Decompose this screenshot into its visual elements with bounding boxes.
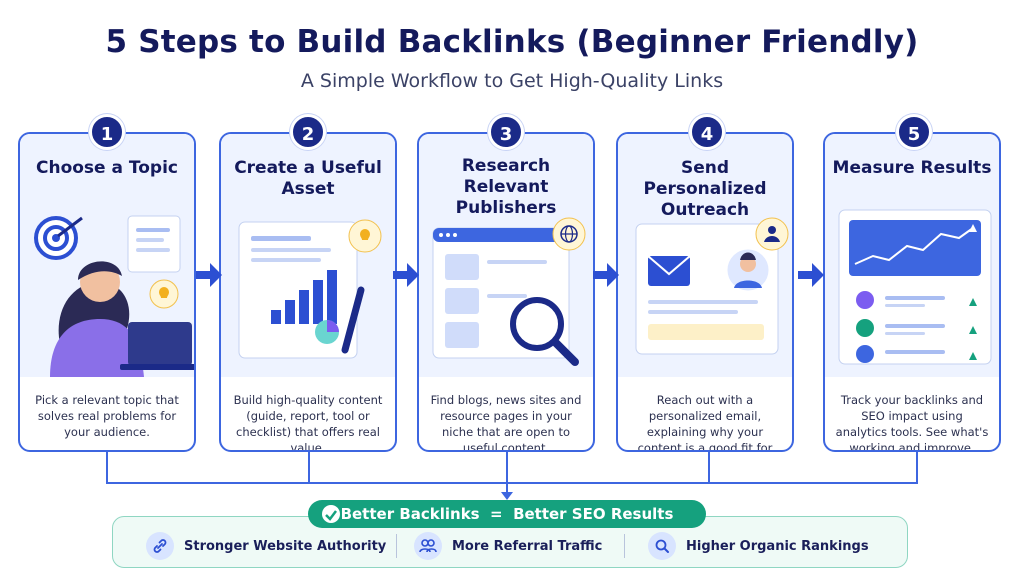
report-illustration <box>238 219 382 359</box>
step-card-5: Measure Results Track your backlinks and… <box>823 132 1001 452</box>
connector-tick <box>506 452 508 484</box>
benefit-item: More Referral Traffic <box>414 532 602 560</box>
step-title: Create a Useful Asset <box>234 158 382 199</box>
benefit-item: Higher Organic Rankings <box>648 532 869 560</box>
search-icon <box>648 532 676 560</box>
analytics-illustration <box>838 209 992 365</box>
email-outreach-illustration <box>635 217 789 355</box>
connector-tick <box>708 452 710 484</box>
result-pill: Better Backlinks = Better SEO Results <box>308 500 706 528</box>
step-card-2: Create a Useful Asset Build high-quality… <box>219 132 397 452</box>
step-description: Find blogs, news sites and resource page… <box>430 393 582 452</box>
card-illustration-area <box>825 134 999 377</box>
card-illustration-area <box>618 134 792 377</box>
step-description: Build high-quality content (guide, repor… <box>233 393 383 452</box>
step-title: Send Personalized Outreach <box>643 158 767 220</box>
browser-search-illustration <box>432 217 586 366</box>
step-title: Measure Results <box>832 158 992 178</box>
divider <box>624 534 625 558</box>
page-subtitle: A Simple Workflow to Get High-Quality Li… <box>300 70 724 92</box>
arrow-right-icon <box>393 263 419 287</box>
benefit-label: More Referral Traffic <box>452 538 603 554</box>
step-card-1: Choose a Topic Pick a relevant topic tha… <box>18 132 196 452</box>
result-label: Better Backlinks = Better SEO Results <box>340 505 674 523</box>
card-illustration-area <box>221 134 395 377</box>
lightbulb-icon <box>348 219 382 253</box>
benefit-item: Stronger Website Authority <box>146 532 386 560</box>
step-title: Research Relevant Publishers <box>455 156 557 218</box>
step-title: Choose a Topic <box>36 158 178 178</box>
card-illustration-area <box>20 134 194 377</box>
connector-line <box>106 452 918 484</box>
step-card-4: Send Personalized Outreach Reach out wit… <box>616 132 794 452</box>
users-icon <box>414 532 442 560</box>
card-illustration-area <box>419 134 593 377</box>
step-number-badge: 2 <box>290 114 326 150</box>
step-number-badge: 5 <box>896 114 932 150</box>
arrow-right-icon <box>798 263 824 287</box>
step-number-badge: 1 <box>89 114 125 150</box>
step-number-badge: 4 <box>689 114 725 150</box>
connector-tick <box>308 452 310 484</box>
globe-icon <box>552 217 586 251</box>
person-laptop-illustration <box>34 215 194 377</box>
arrow-right-icon <box>593 263 619 287</box>
down-arrow-icon <box>501 482 513 500</box>
link-icon <box>146 532 174 560</box>
user-icon <box>755 217 789 251</box>
arrow-right-icon <box>196 263 222 287</box>
step-number-badge: 3 <box>488 114 524 150</box>
step-description: Track your backlinks and SEO impact usin… <box>835 393 989 452</box>
step-card-3: Research Relevant Publishers Find blogs,… <box>417 132 595 452</box>
divider <box>396 534 397 558</box>
page-title: 5 Steps to Build Backlinks (Beginner Fri… <box>105 24 919 60</box>
target-icon <box>34 216 83 260</box>
chart-icon <box>849 220 981 276</box>
step-description: Reach out with a personalized email, exp… <box>637 393 773 452</box>
step-description: Pick a relevant topic that solves real p… <box>35 393 179 439</box>
benefit-label: Higher Organic Rankings <box>686 538 869 554</box>
benefit-label: Stronger Website Authority <box>184 538 387 554</box>
check-icon <box>322 505 340 523</box>
